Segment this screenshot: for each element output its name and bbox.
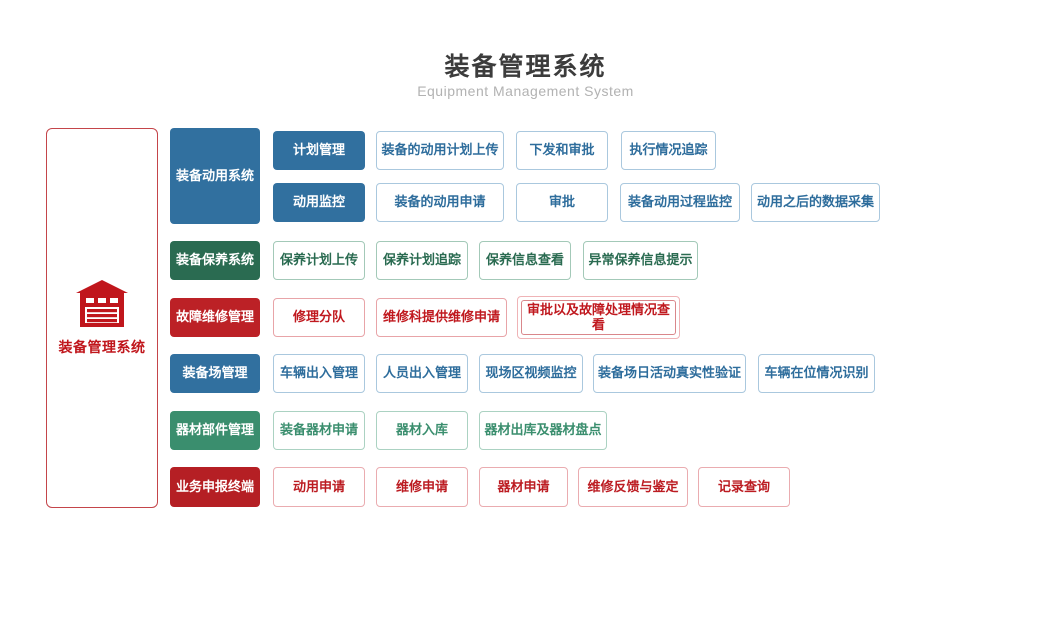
- node-issue-and-approval[interactable]: 下发和审批: [516, 131, 608, 170]
- node-vehicle-access-management[interactable]: 车辆出入管理: [273, 354, 365, 393]
- node-material-inbound[interactable]: 器材入库: [376, 411, 468, 450]
- node-equipment-mobilization-system[interactable]: 装备动用系统: [170, 128, 260, 224]
- node-upkeep-info-view[interactable]: 保养信息查看: [479, 241, 571, 280]
- node-business-declaration-terminal[interactable]: 业务申报终端: [170, 467, 260, 507]
- root-system-panel[interactable]: 装备管理系统: [46, 128, 158, 508]
- page-title: 装备管理系统: [444, 53, 607, 81]
- root-system-label: 装备管理系统: [58, 338, 146, 355]
- garage-icon: [75, 279, 129, 327]
- node-post-mobilization-data-collection[interactable]: 动用之后的数据采集: [751, 183, 880, 222]
- node-repair-feedback-and-appraisal[interactable]: 维修反馈与鉴定: [578, 467, 688, 507]
- node-execution-tracking[interactable]: 执行情况追踪: [621, 131, 716, 170]
- node-plan-management[interactable]: 计划管理: [273, 131, 365, 170]
- node-repair-request[interactable]: 维修申请: [376, 467, 468, 507]
- node-vehicle-in-place-recognition[interactable]: 车辆在位情况识别: [758, 354, 875, 393]
- node-mobilization-request[interactable]: 动用申请: [273, 467, 365, 507]
- node-material-outbound-and-inventory[interactable]: 器材出库及器材盘点: [479, 411, 607, 450]
- node-equipment-upkeep-system[interactable]: 装备保养系统: [170, 241, 260, 280]
- node-record-query[interactable]: 记录查询: [698, 467, 790, 507]
- node-mobilization-plan-upload[interactable]: 装备的动用计划上传: [376, 131, 504, 170]
- node-site-video-surveillance[interactable]: 现场区视频监控: [479, 354, 583, 393]
- node-yard-activity-authenticity-verification[interactable]: 装备场日活动真实性验证: [593, 354, 746, 393]
- node-mobilization-application[interactable]: 装备的动用申请: [376, 183, 504, 222]
- node-approval-and-fault-status-view[interactable]: 审批以及故障处理情况查看: [517, 296, 680, 339]
- page-subtitle: Equipment Management System: [417, 83, 634, 99]
- node-equipment-yard-management[interactable]: 装备场管理: [170, 354, 260, 393]
- node-repair-squad[interactable]: 修理分队: [273, 298, 365, 337]
- node-upkeep-plan-tracking[interactable]: 保养计划追踪: [376, 241, 468, 280]
- node-personnel-access-management[interactable]: 人员出入管理: [376, 354, 468, 393]
- node-mobilization-monitoring[interactable]: 动用监控: [273, 183, 365, 222]
- node-material-parts-management[interactable]: 器材部件管理: [170, 411, 260, 450]
- node-upkeep-plan-upload[interactable]: 保养计划上传: [273, 241, 365, 280]
- node-repair-dept-application[interactable]: 维修科提供维修申请: [376, 298, 507, 337]
- node-approval[interactable]: 审批: [516, 183, 608, 222]
- node-mobilization-process-monitoring[interactable]: 装备动用过程监控: [620, 183, 740, 222]
- node-fault-repair-management[interactable]: 故障维修管理: [170, 298, 260, 337]
- node-abnormal-upkeep-alert[interactable]: 异常保养信息提示: [583, 241, 698, 280]
- node-equipment-material-application[interactable]: 装备器材申请: [273, 411, 365, 450]
- node-material-request[interactable]: 器材申请: [479, 467, 568, 507]
- node-approval-and-fault-status-view-label: 审批以及故障处理情况查看: [521, 300, 676, 335]
